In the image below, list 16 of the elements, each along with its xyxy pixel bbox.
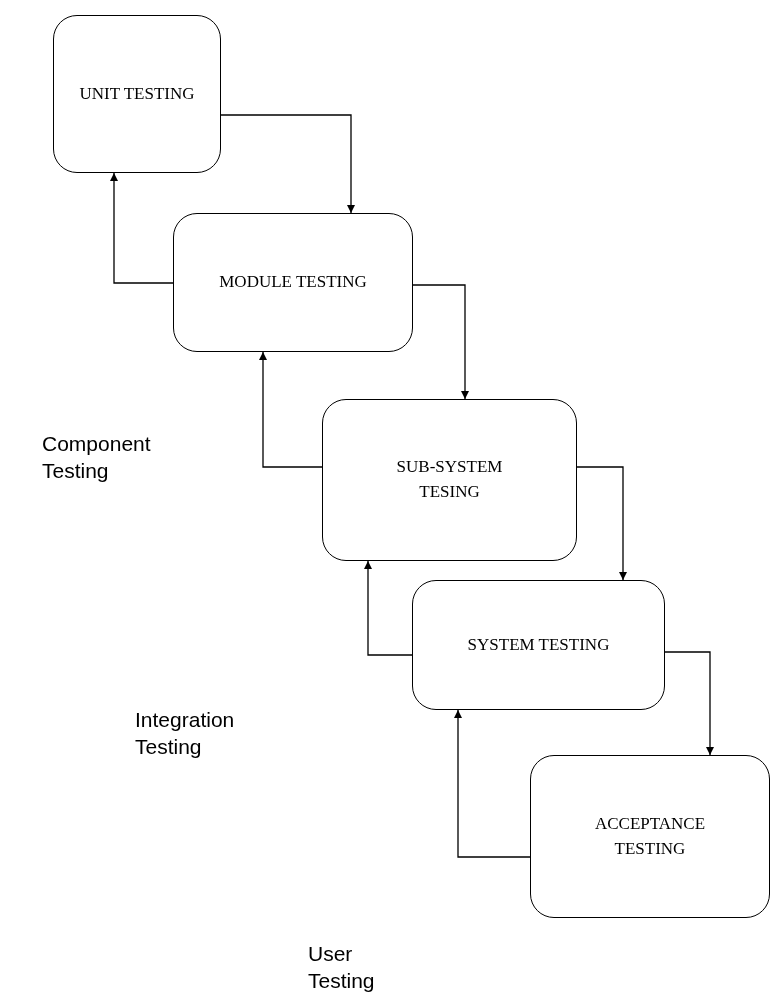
stage-label: User Testing <box>308 941 376 995</box>
arrow <box>364 560 413 656</box>
process-box: ACCEPTANCE TESTING <box>530 755 770 918</box>
arrow <box>259 351 323 468</box>
stage-label: Component Testing <box>42 431 152 485</box>
arrow <box>664 651 714 756</box>
process-box: SUB-SYSTEM TESING <box>322 399 577 561</box>
stage-label: Integration Testing <box>135 707 236 761</box>
arrow <box>220 114 355 214</box>
arrow <box>412 284 469 400</box>
process-box: UNIT TESTING <box>53 15 221 173</box>
process-box: SYSTEM TESTING <box>412 580 665 710</box>
arrow <box>576 466 627 581</box>
process-box: MODULE TESTING <box>173 213 413 352</box>
arrow <box>454 709 531 858</box>
arrow <box>110 172 174 284</box>
